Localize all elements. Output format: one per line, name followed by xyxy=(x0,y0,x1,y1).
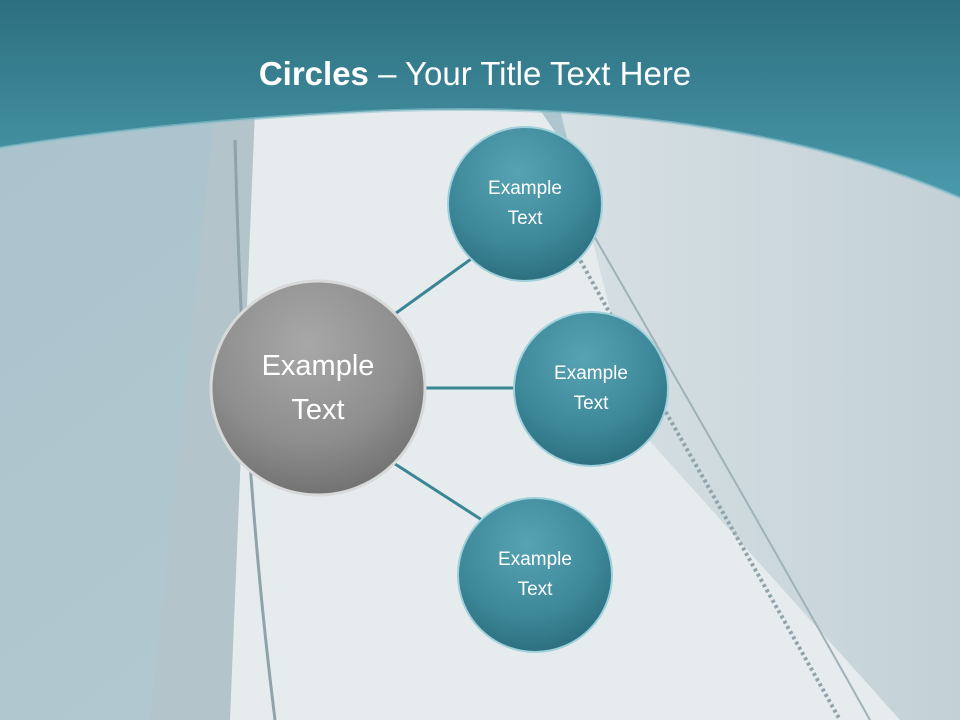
satellite-label-top: Example Text xyxy=(488,178,562,229)
title-bold: Circles xyxy=(258,55,369,92)
title-rest: – Your Title Text Here xyxy=(368,55,692,92)
connector-line-bottom xyxy=(391,460,483,522)
center-circle xyxy=(209,279,427,497)
page-title: Circles – Your Title Text Here xyxy=(0,52,960,96)
satellite-label-bottom: Example Text xyxy=(498,549,572,600)
satellite-circle-bottom xyxy=(457,497,613,653)
satellite-circle-top xyxy=(447,126,603,282)
satellite-label-middle: Example Text xyxy=(554,363,628,414)
connector-lines xyxy=(391,252,516,522)
connector-line-top xyxy=(391,252,479,318)
center-circle-label: Example Text xyxy=(261,350,375,426)
satellite-circle-middle xyxy=(513,311,669,467)
